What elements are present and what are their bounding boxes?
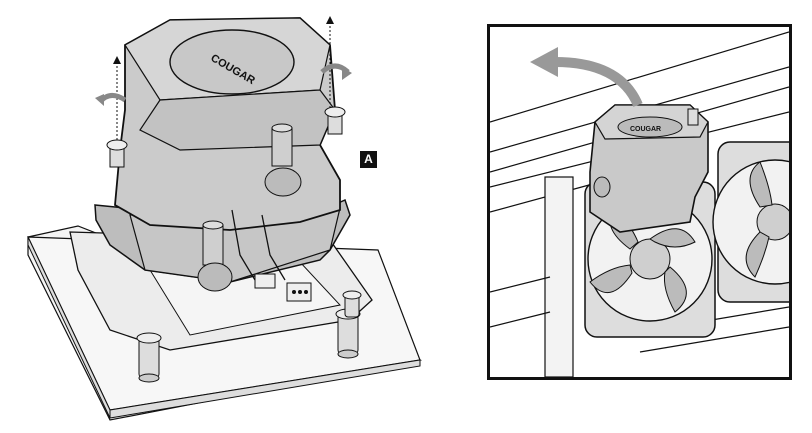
tube-fitting xyxy=(197,220,233,292)
fan-right xyxy=(712,141,789,303)
thumb-screw xyxy=(106,139,128,168)
rotate-arrow-left xyxy=(95,93,127,106)
remove-arrow xyxy=(530,47,643,108)
removal-inset-panel: COUGAR xyxy=(487,24,792,380)
lift-arrow-right xyxy=(326,16,334,108)
tube-fitting xyxy=(264,123,302,197)
thumb-screw xyxy=(324,106,346,135)
mounting-diagram-left: COUGAR xyxy=(27,16,423,421)
rotate-arrow-right xyxy=(320,63,352,80)
lift-arrow-left xyxy=(113,56,121,140)
standoff xyxy=(342,290,362,318)
standoff xyxy=(136,332,162,383)
inset-logo-text: COUGAR xyxy=(630,126,661,133)
fan-connector xyxy=(231,209,312,302)
removal-inset-svg: COUGAR xyxy=(490,31,789,377)
pump-block-inset: COUGAR xyxy=(589,104,709,233)
brand-logo: COUGAR xyxy=(169,29,295,95)
mounting-diagram-svg: COUGAR xyxy=(27,16,423,421)
callout-label: A xyxy=(360,151,377,168)
